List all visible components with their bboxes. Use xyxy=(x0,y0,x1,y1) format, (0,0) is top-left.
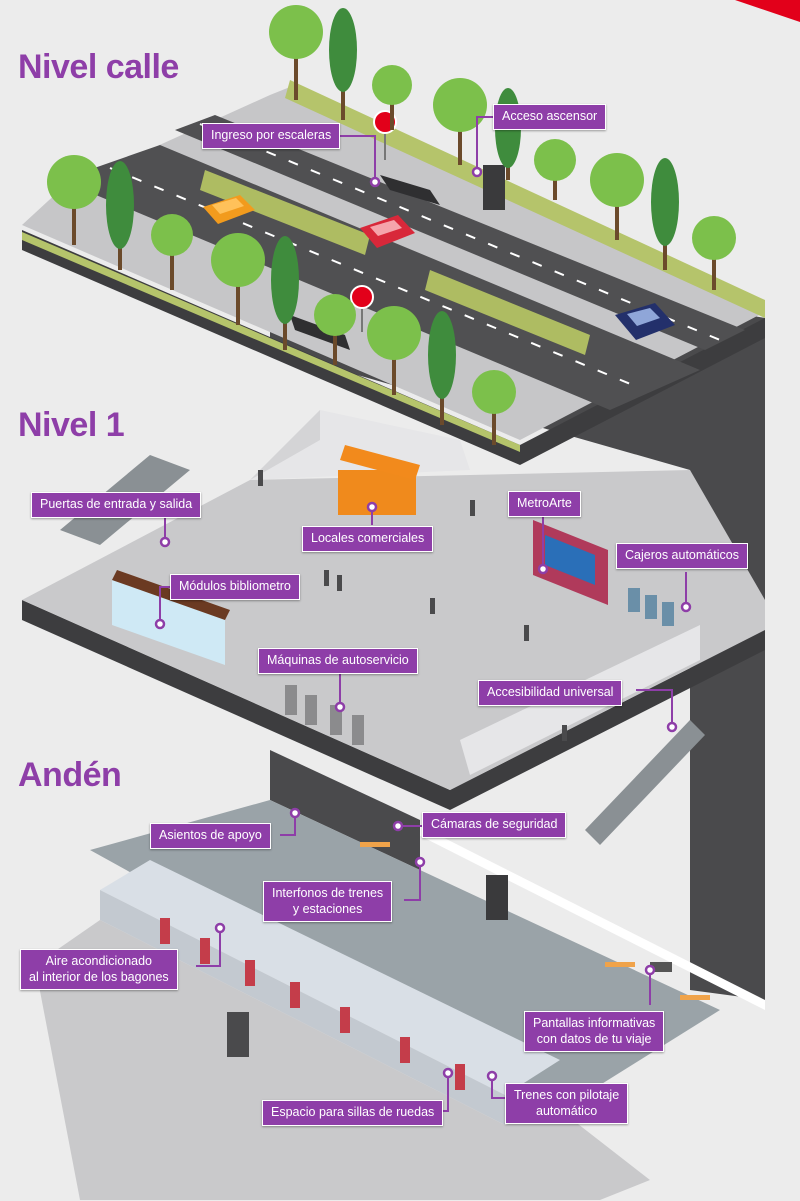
street-level-block xyxy=(22,5,765,1000)
platform-floor xyxy=(35,920,650,1200)
level-title-platform: Andén xyxy=(18,756,122,794)
platform-kiosk xyxy=(227,1012,249,1057)
metro-logo-icon xyxy=(350,285,374,332)
elevator-kiosk xyxy=(483,165,505,210)
stairs-opening-far xyxy=(380,175,440,205)
level-title-level1: Nivel 1 xyxy=(18,406,125,444)
callout-self-service: Máquinas de autoservicio xyxy=(258,648,418,674)
escalator-right xyxy=(585,720,705,845)
callout-support-seats: Asientos de apoyo xyxy=(150,823,271,849)
callout-security-cameras: Cámaras de seguridad xyxy=(422,812,567,838)
callout-stairs-entry: Ingreso por escaleras xyxy=(202,123,341,149)
median-planter xyxy=(200,170,370,255)
callout-bibliometro: Módulos bibliometro xyxy=(170,574,300,600)
level-title-street: Nivel calle xyxy=(18,48,179,86)
brand-corner-mark xyxy=(735,0,800,22)
car-red xyxy=(360,215,415,248)
car-orange xyxy=(203,195,255,224)
info-screen xyxy=(650,962,672,972)
callout-atms: Cajeros automáticos xyxy=(616,543,748,569)
car-blue xyxy=(615,303,675,340)
atm-machines xyxy=(628,588,674,626)
self-service-machines xyxy=(285,685,364,745)
train xyxy=(100,860,560,1095)
callout-accessibility: Accesibilidad universal xyxy=(478,680,623,706)
callout-elevator-access: Acceso ascensor xyxy=(493,104,607,130)
street-trees xyxy=(47,5,736,445)
callout-metroarte: MetroArte xyxy=(508,491,581,517)
ring-marker-icon xyxy=(154,166,692,1082)
callout-wheelchair-space: Espacio para sillas de ruedas xyxy=(262,1100,444,1126)
bibliometro-module xyxy=(112,580,225,665)
concourse-level-block xyxy=(22,410,765,845)
callout-entry-exit-gates: Puertas de entrada y salida xyxy=(31,492,202,518)
callout-shops: Locales comerciales xyxy=(302,526,434,552)
